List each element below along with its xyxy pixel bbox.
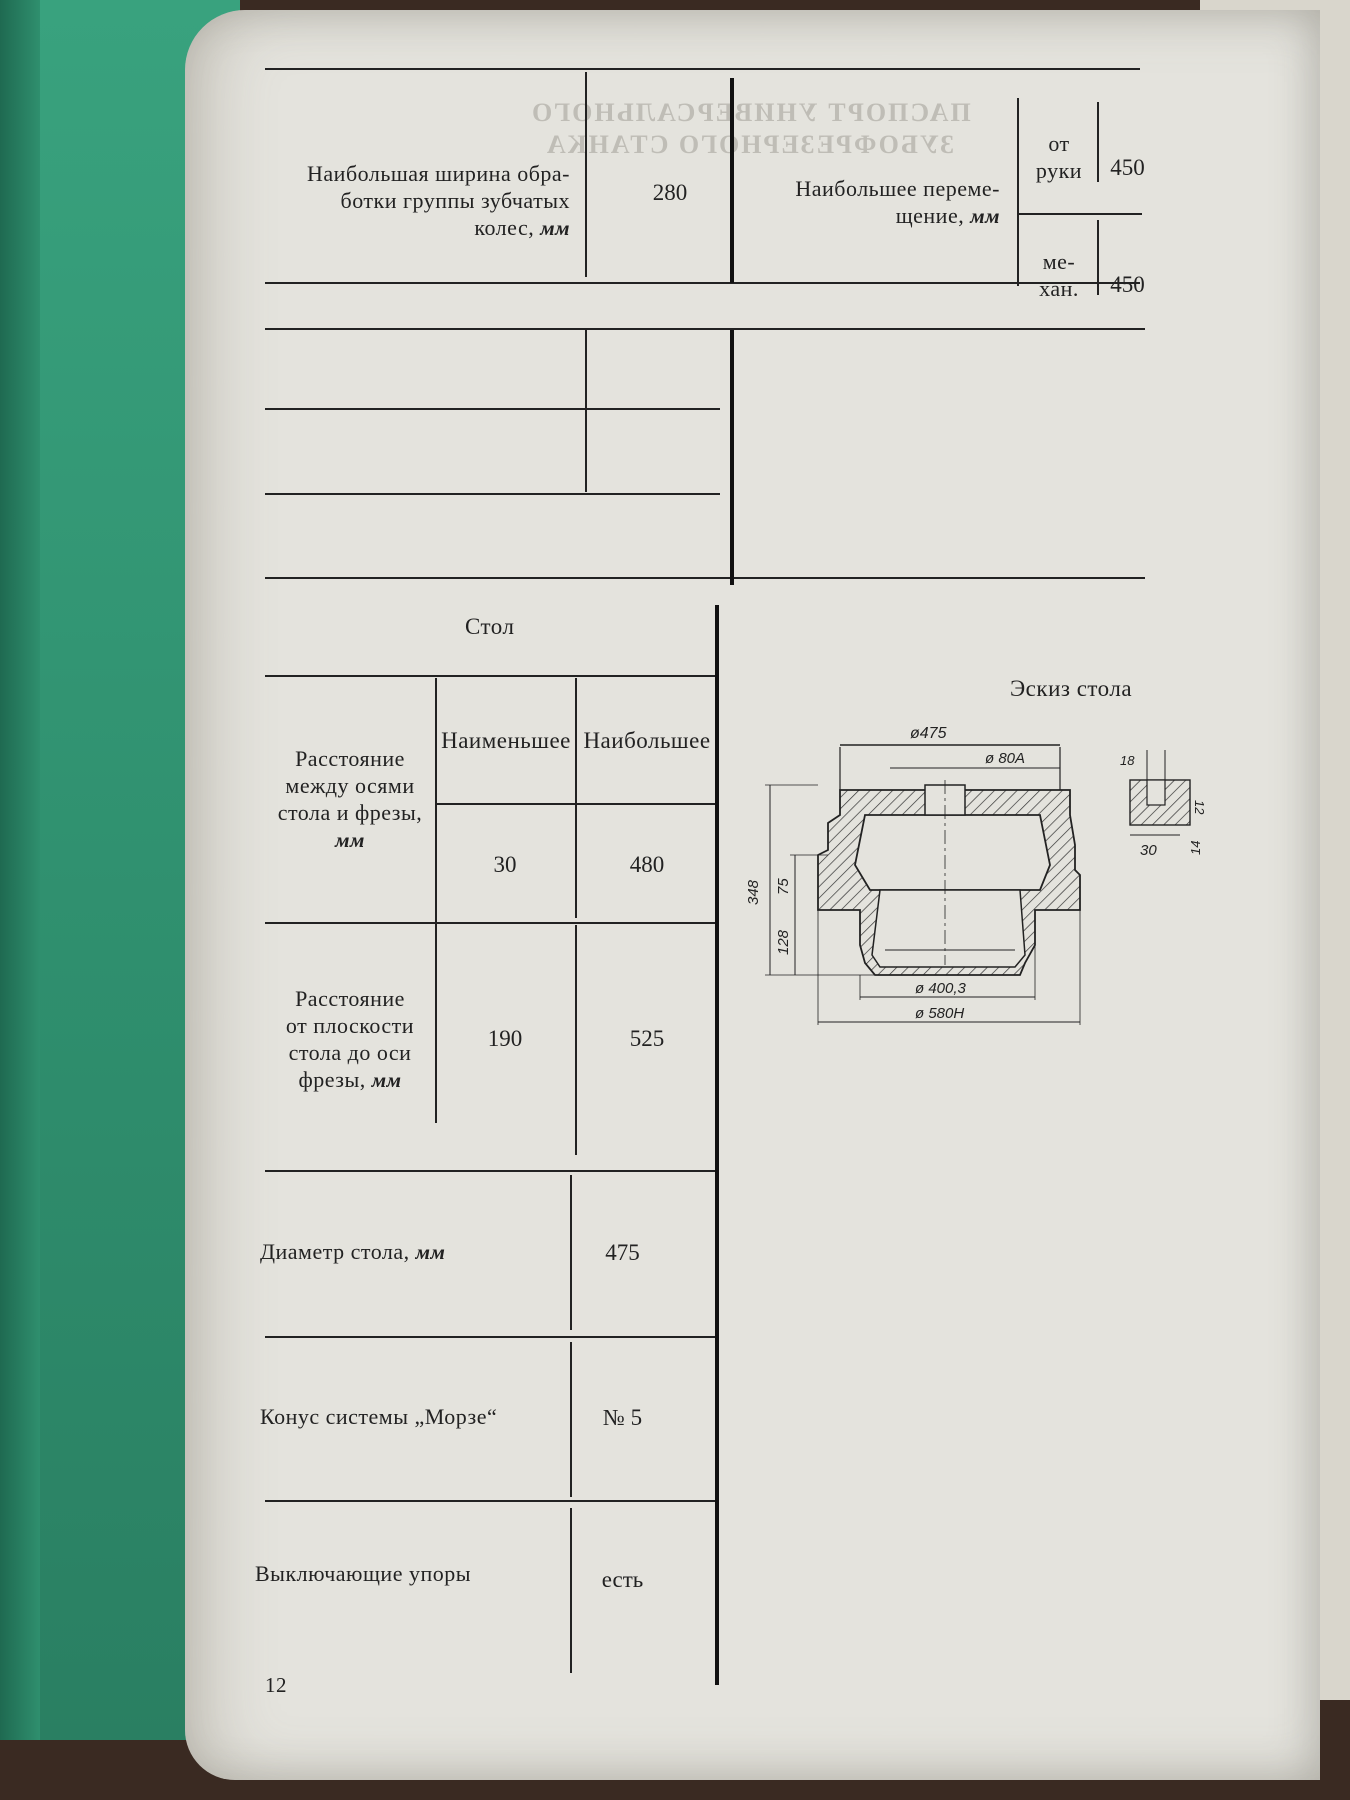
dim-580: ø 580H [915, 1005, 964, 1022]
rule-top-bottom [265, 282, 1140, 284]
mech-line1: ме- [1042, 249, 1076, 274]
stops-label: Выключающие упоры [255, 1561, 472, 1586]
rule-v-row2 [575, 925, 577, 1155]
dim-12: 12 [1192, 800, 1207, 815]
plane-line2: от плоскости [285, 1013, 415, 1038]
dim-14: 14 [1188, 841, 1203, 855]
rule-v-table2 [575, 678, 577, 918]
rule-v-top4 [1097, 102, 1099, 182]
axes-line3: стола и фрезы, [277, 800, 423, 825]
axes-line2: между осями [285, 773, 415, 798]
rule-blank1 [265, 328, 1145, 330]
rule-col-headers [435, 803, 715, 805]
mech-line2: хан. [1039, 276, 1079, 301]
rule-v-diameter [570, 1175, 572, 1330]
dim-80: ø 80A [985, 750, 1025, 767]
axes-line1: Расстояние [295, 746, 405, 771]
max-travel-line2-text: щение, [895, 203, 965, 228]
diameter-label: Диаметр стола, мм [260, 1238, 510, 1266]
max-width-label-line1: Наибольшая ширина обра- [307, 161, 570, 186]
document-page: ПАСПОРТ УНИВЕРСАЛЬНОГО ЗУБОФРЕЗЕРНОГО СТ… [185, 10, 1320, 1780]
rule-row2 [265, 1170, 715, 1172]
dim-348: 348 [745, 879, 762, 905]
dim-75: 75 [775, 878, 792, 895]
dim-128: 128 [775, 929, 792, 955]
dim-18: 18 [1120, 753, 1135, 768]
col-min-header: Наименьшее [441, 728, 571, 753]
rule-top-split [1017, 213, 1142, 215]
axes-min-value: 30 [493, 852, 517, 877]
diameter-label-text: Диаметр стола, [260, 1239, 410, 1264]
ghost-title-line1: ПАСПОРТ УНИВЕРСАЛЬНОГО [530, 98, 971, 127]
cone-value: № 5 [602, 1405, 643, 1430]
plane-line3: стола до оси [288, 1040, 412, 1065]
rule-diameter [265, 1336, 715, 1338]
rule-v-blank-main [730, 330, 734, 585]
rule-v-top5 [1097, 220, 1099, 295]
mech-label: ме- хан. [1020, 248, 1098, 302]
rule-v-top-main [730, 78, 734, 283]
manual-line2: руки [1035, 158, 1083, 183]
max-travel-unit: мм [970, 204, 1000, 228]
rule-v-top1 [585, 72, 587, 277]
rule-cone [265, 1500, 715, 1502]
plane-distance-label: Расстояние от плоскости стола до оси фре… [265, 985, 435, 1094]
manual-value: 450 [1110, 155, 1145, 180]
diameter-unit: мм [415, 1240, 446, 1264]
plane-line1: Расстояние [295, 986, 405, 1011]
page-number: 12 [265, 1673, 287, 1697]
cone-label: Конус системы „Морзе“ [260, 1404, 498, 1429]
manual-line1: от [1048, 131, 1070, 156]
plane-line4-text: фрезы, [298, 1067, 366, 1092]
ghost-title-line2: ЗУБОФРЕЗЕРНОГО СТАНКА [545, 130, 955, 159]
max-travel-label: Наибольшее переме- щение, мм [745, 175, 1000, 230]
table-sketch-drawing: ø475 ø 80A 18 12 30 14 348 75 128 ø 400,… [745, 725, 1207, 1025]
max-width-unit: мм [540, 216, 570, 240]
max-travel-line2: щение, мм [745, 202, 1000, 230]
max-width-value: 280 [652, 180, 688, 205]
max-width-label-line3-text: колес, [474, 215, 535, 240]
rule-v-stops [570, 1508, 572, 1673]
axes-distance-label: Расстояние между осями стола и фрезы, мм [265, 745, 435, 854]
rule-blank2 [265, 408, 720, 410]
axes-unit: мм [335, 828, 365, 852]
axes-max-value: 480 [629, 852, 665, 877]
plane-line4: фрезы, мм [265, 1066, 435, 1094]
max-travel-line1: Наибольшее переме- [795, 176, 1000, 201]
dim-400: ø 400,3 [915, 980, 967, 997]
plane-max-value: 525 [629, 1026, 665, 1051]
rule-top [265, 68, 1140, 70]
binder-edge [0, 0, 40, 1740]
rule-v-table1 [435, 678, 437, 1123]
dim-475: ø475 [910, 725, 947, 742]
rule-blank4 [265, 577, 1145, 579]
manual-label: от руки [1020, 130, 1098, 184]
rule-v-cone [570, 1342, 572, 1497]
table-title: Стол [465, 614, 515, 639]
rule-row1 [265, 922, 715, 924]
plane-min-value: 190 [487, 1026, 523, 1051]
rule-v-main [715, 605, 719, 1685]
diameter-value: 475 [605, 1240, 640, 1265]
dim-30: 30 [1140, 842, 1157, 859]
rule-blank3 [265, 493, 720, 495]
mech-value: 450 [1110, 272, 1145, 297]
max-width-label: Наибольшая ширина обра- ботки группы зуб… [255, 160, 570, 242]
sketch-title: Эскиз стола [1010, 676, 1133, 701]
rule-v-blank [585, 330, 587, 492]
stops-value: есть [601, 1567, 644, 1592]
rule-table-head [265, 675, 715, 677]
max-width-label-line2: ботки группы зубчатых [340, 188, 570, 213]
col-max-header: Наибольшее [583, 728, 711, 753]
plane-unit: мм [371, 1068, 402, 1092]
rule-v-top3 [1017, 98, 1019, 286]
max-width-label-line3: колес, мм [255, 214, 570, 242]
